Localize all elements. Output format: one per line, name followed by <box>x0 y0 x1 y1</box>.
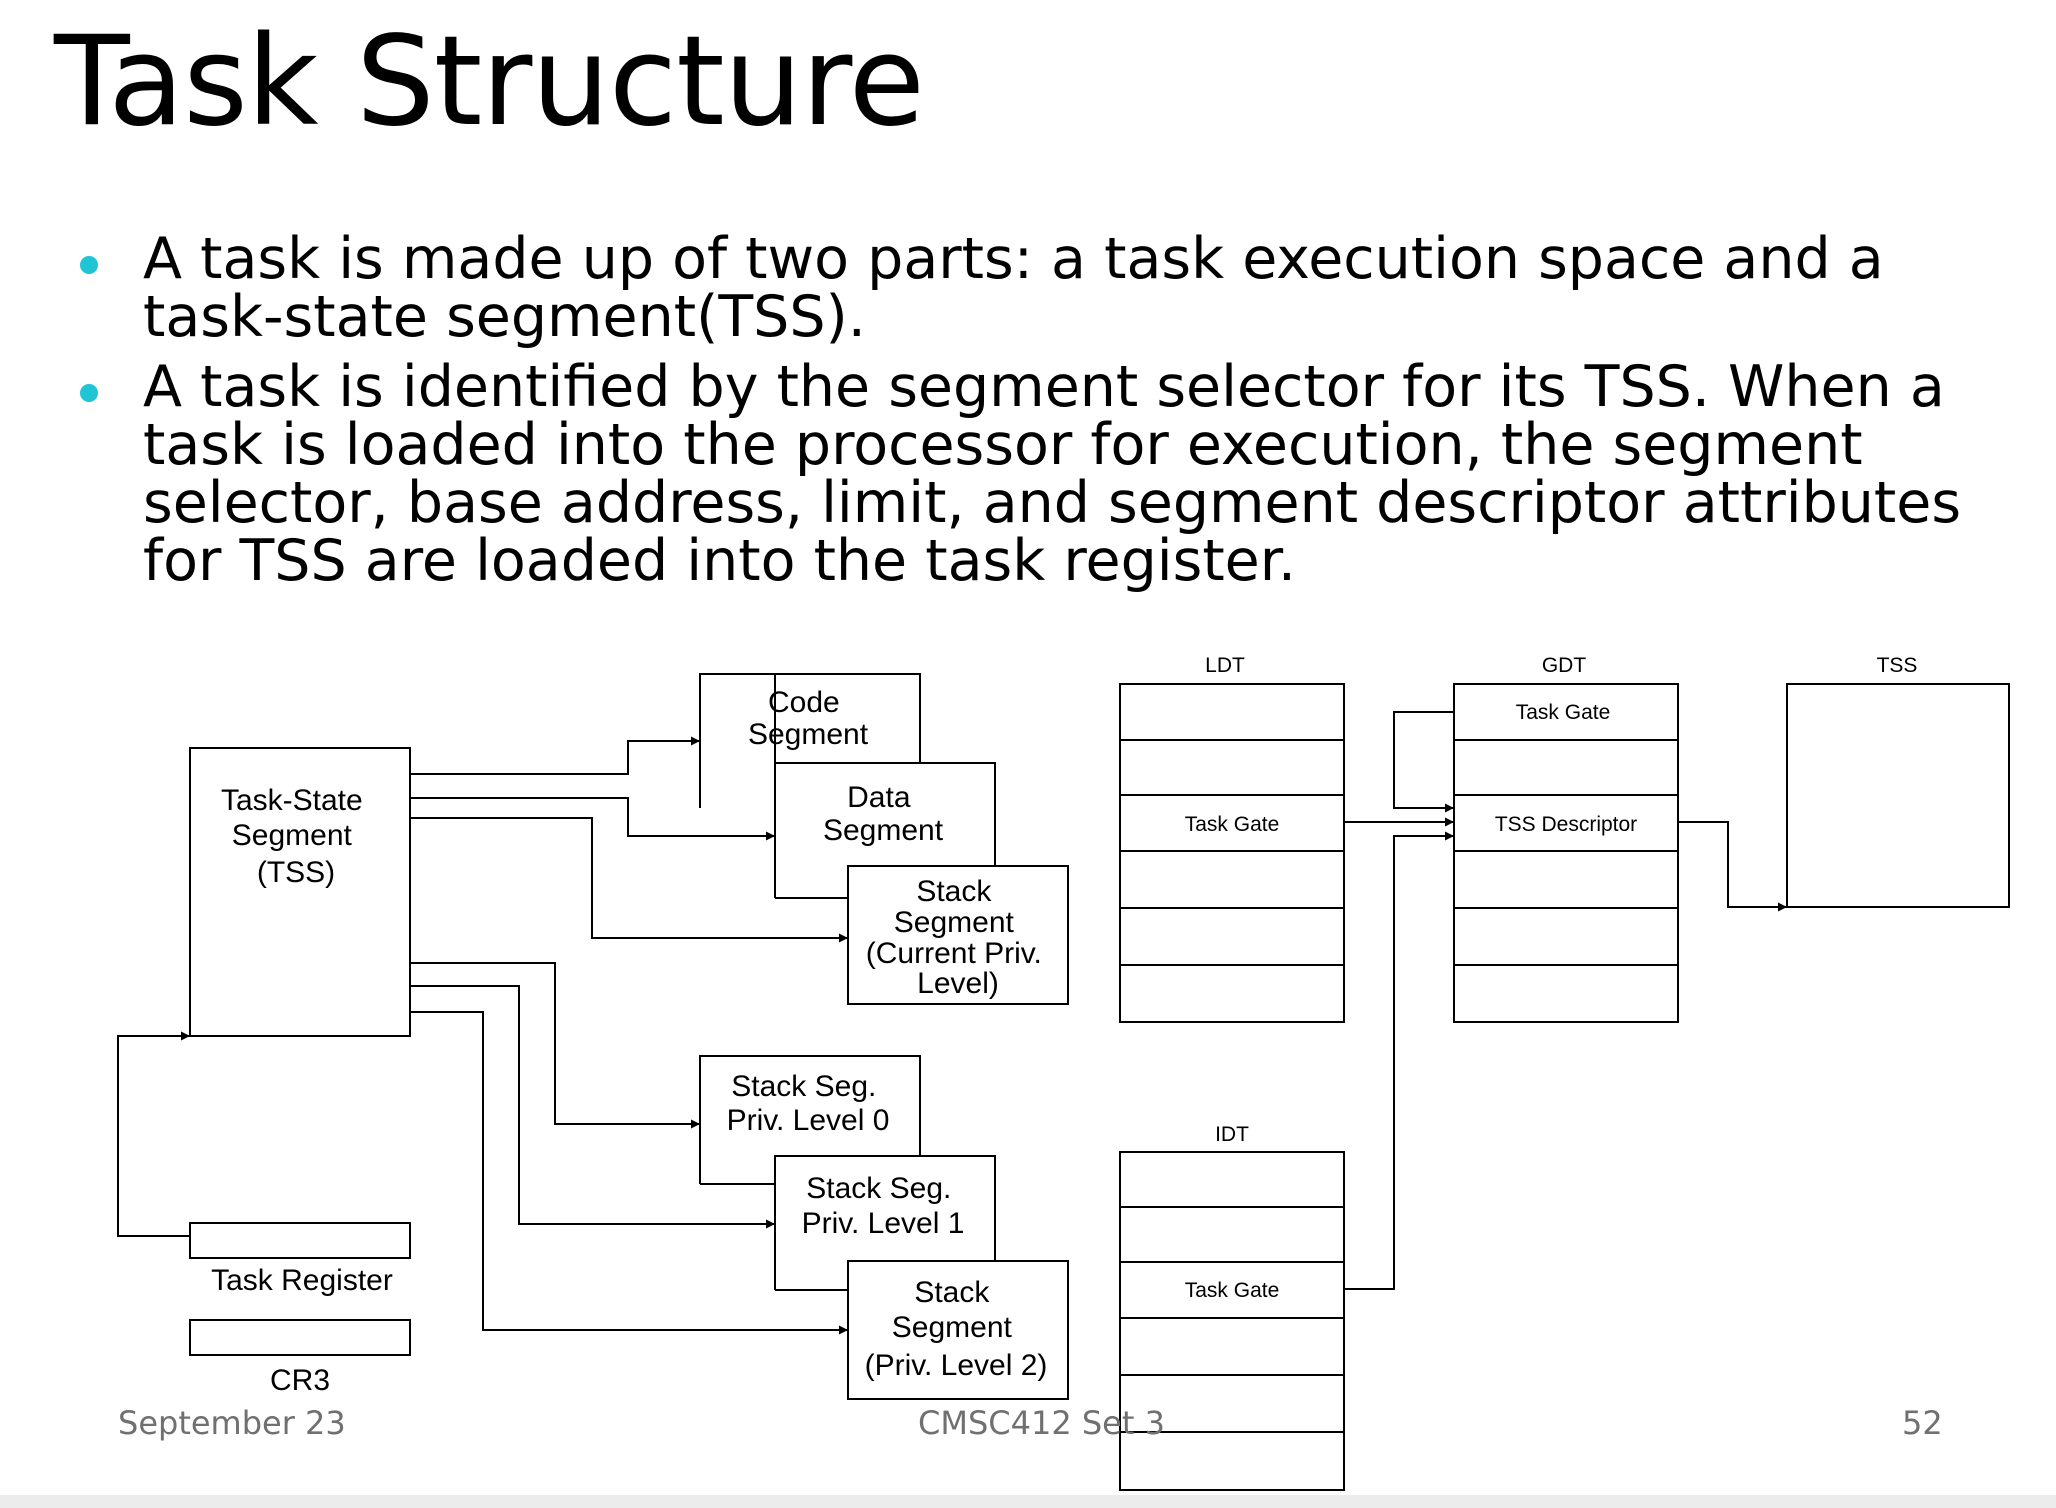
tss-label-line: Task-State <box>221 784 363 817</box>
ldt-table <box>1119 683 1345 1023</box>
stack-pl0-box <box>699 1055 921 1184</box>
stack-pl0-label: Priv. Level 0 <box>727 1104 890 1137</box>
idt-task-gate-entry: Task Gate <box>1185 1279 1280 1302</box>
stack-current-label: Level) <box>917 967 999 1000</box>
svg-text:Stack Segment (Priv. L: Stack Segment (Priv. Level 2) <box>865 1276 1048 1382</box>
footer-page-number: 52 <box>1902 1404 1943 1442</box>
ldt-task-gate-entry: Task Gate <box>1185 813 1280 836</box>
code-segment-box <box>774 673 921 763</box>
idt-table <box>1119 1151 1345 1491</box>
stack-pl0-label: Stack Seg. <box>731 1070 876 1103</box>
stack-pl2-label: Segment <box>892 1311 1013 1344</box>
stack-pl1-label: Stack Seg. <box>806 1172 951 1205</box>
footer-date: September 23 <box>118 1404 346 1442</box>
svg-text:Stack Seg. Priv. Level 0: Stack Seg. Priv. Level 0 <box>727 1070 890 1137</box>
tss-label-line: Segment <box>232 819 353 852</box>
stack-pl2-label: Stack <box>914 1276 990 1309</box>
data-segment-box <box>774 762 996 898</box>
tss-label-line: (TSS) <box>257 856 335 889</box>
bullet-dot-icon <box>80 384 98 402</box>
stack-current-box <box>847 865 1069 1005</box>
tss-box <box>189 747 411 1037</box>
ldt-title: LDT <box>1205 654 1245 677</box>
data-segment-label: Data <box>847 781 911 814</box>
footer-course: CMSC412 Set 3 <box>918 1404 1165 1442</box>
svg-text:Task-State Segment (TS: Task-State Segment (TSS) <box>221 784 371 889</box>
bottom-bar <box>0 1495 2056 1508</box>
cr3-label: CR3 <box>270 1364 330 1397</box>
gdt-task-gate-entry: Task Gate <box>1516 701 1611 724</box>
bullet-item: A task is made up of two parts: a task e… <box>70 230 2000 346</box>
stack-current-label: Stack <box>916 875 992 908</box>
bullet-item: A task is identified by the segment sele… <box>70 358 2000 590</box>
stack-pl2-label: (Priv. Level 2) <box>865 1349 1048 1382</box>
stack-current-label: (Current Priv. <box>866 937 1042 970</box>
stack-pl1-label: Priv. Level 1 <box>802 1207 965 1240</box>
idt-title: IDT <box>1215 1123 1249 1146</box>
slide-title: Task Structure <box>54 10 925 154</box>
gdt-tss-descriptor-entry: TSS Descriptor <box>1495 813 1637 836</box>
tss-target-box <box>1786 683 2010 908</box>
stack-current-label: Segment <box>894 906 1015 939</box>
tss-target-title: TSS <box>1877 654 1918 677</box>
bullet-list: A task is made up of two parts: a task e… <box>70 230 2000 602</box>
svg-text:Stack Seg. Priv. Level 1: Stack Seg. Priv. Level 1 <box>802 1172 965 1240</box>
task-register-box <box>189 1222 411 1259</box>
gdt-title: GDT <box>1542 654 1587 677</box>
code-segment-label: Code <box>768 686 840 719</box>
svg-text:Code Segment: Code Segment <box>748 686 869 751</box>
data-segment-label: Segment <box>823 814 944 847</box>
svg-text:Data Segment: Data Segment <box>823 781 944 847</box>
bullet-text: A task is identified by the segment sele… <box>143 354 1962 594</box>
bullet-dot-icon <box>80 256 98 274</box>
svg-text:Stack Segment (Current: Stack Segment (Current Priv. Level) <box>866 875 1050 1000</box>
gdt-table <box>1453 683 1679 1023</box>
cr3-box <box>189 1319 411 1356</box>
bullet-text: A task is made up of two parts: a task e… <box>143 226 1884 350</box>
code-segment-label: Segment <box>748 718 869 751</box>
task-register-label: Task Register <box>211 1264 393 1297</box>
